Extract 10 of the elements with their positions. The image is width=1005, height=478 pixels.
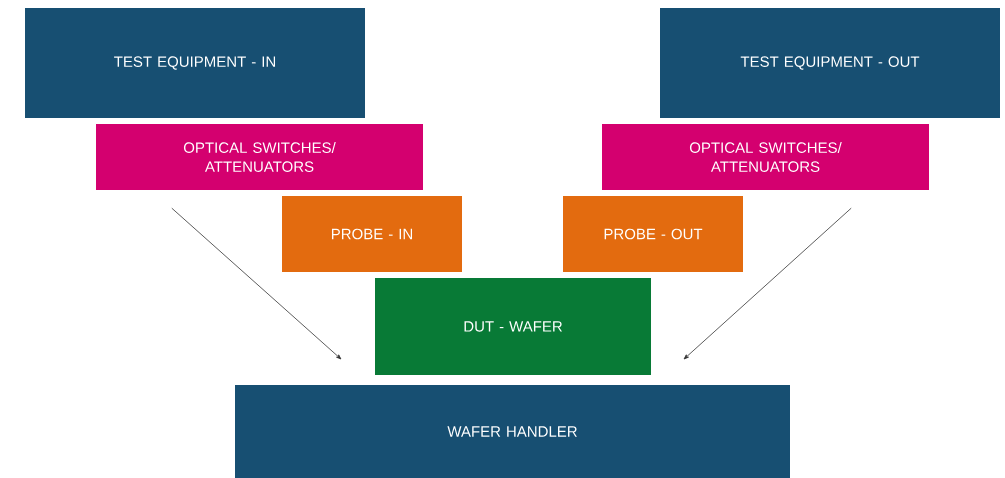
- handler-box: WAFER HANDLER: [235, 385, 790, 478]
- wafer-box: DUT - WAFER: [375, 278, 651, 375]
- probe-box: PROBE - OUT: [563, 196, 743, 272]
- arrow: [171, 207, 342, 360]
- switch-box: OPTICAL SWITCHES/ ATTENUATORS: [602, 124, 929, 190]
- probe-box: PROBE - IN: [282, 196, 462, 272]
- equipment-box: TEST EQUIPMENT - OUT: [660, 8, 1000, 118]
- arrow: [683, 207, 852, 360]
- switch-box: OPTICAL SWITCHES/ ATTENUATORS: [96, 124, 423, 190]
- equipment-box: TEST EQUIPMENT - IN: [25, 8, 365, 118]
